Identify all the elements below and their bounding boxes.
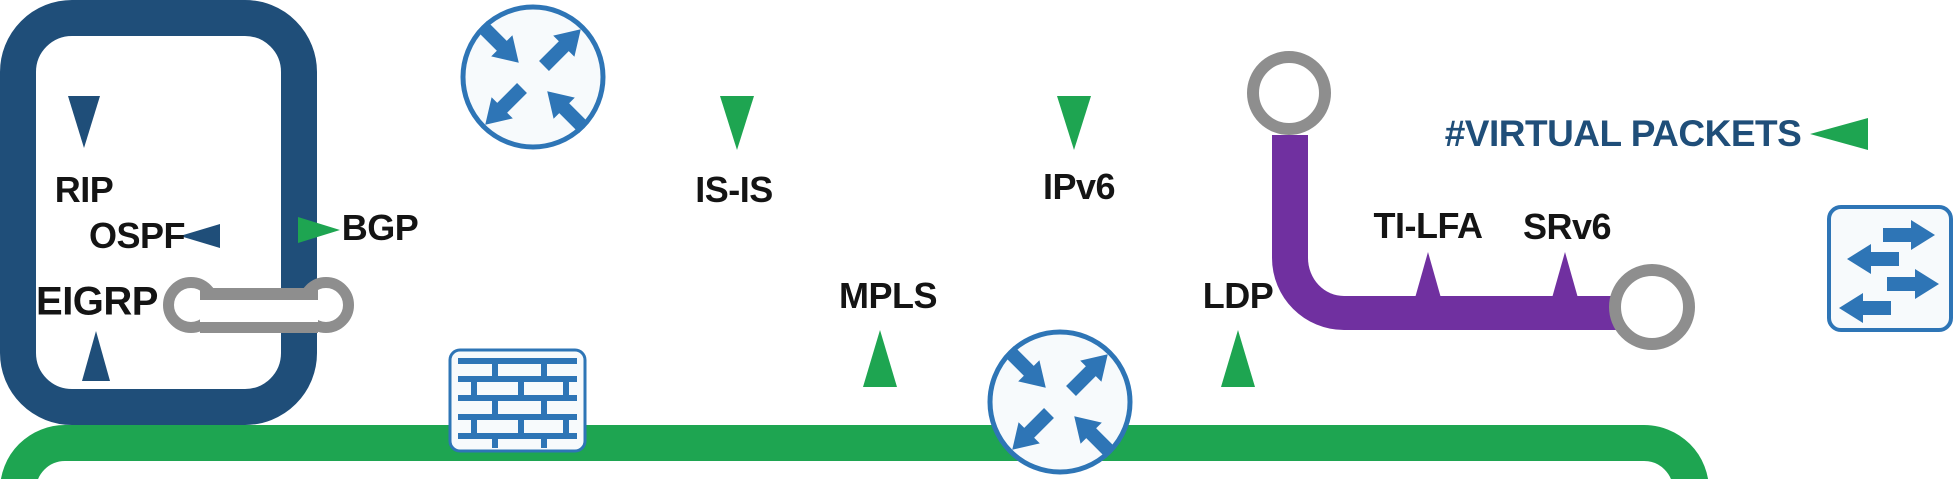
router-icon [987,329,1133,475]
node-ring-icon [1247,51,1331,135]
label-eigrp: EIGRP [36,279,158,324]
ospf-pointer [180,224,220,248]
mpls-tick [863,330,897,387]
dumbbell-link-bar [200,288,318,333]
label-mpls: MPLS [838,275,938,316]
label-ospf: OSPF [88,215,186,256]
bgp-pointer [298,217,340,243]
label-ldp: LDP [1202,275,1274,316]
segment-routing-pipe [1272,135,1630,330]
caption-pointer [1810,118,1868,150]
label-bgp: BGP [341,207,419,248]
label-ipv6: IPv6 [1042,166,1116,207]
label-isis: IS-IS [695,169,773,210]
ldp-tick [1221,330,1255,387]
igp-bottom-tick [82,331,110,381]
tilfa-tick [1415,252,1441,298]
core-loop-pipe [0,425,1709,479]
srv6-tick [1552,252,1578,298]
node-ring-icon [1609,264,1695,350]
label-srv6: SRv6 [1522,206,1612,247]
switch-icon [1827,205,1953,332]
igp-top-tick [68,96,100,148]
ipv6-tick [1057,96,1091,150]
isis-tick [720,96,754,150]
igp-loop-pipe [0,0,317,425]
router-icon [460,4,606,150]
label-tilfa: TI-LFA [1373,205,1483,246]
caption-virtual-packets: #VIRTUAL PACKETS [1444,113,1802,154]
label-rip: RIP [54,169,114,210]
firewall-icon [448,348,587,453]
